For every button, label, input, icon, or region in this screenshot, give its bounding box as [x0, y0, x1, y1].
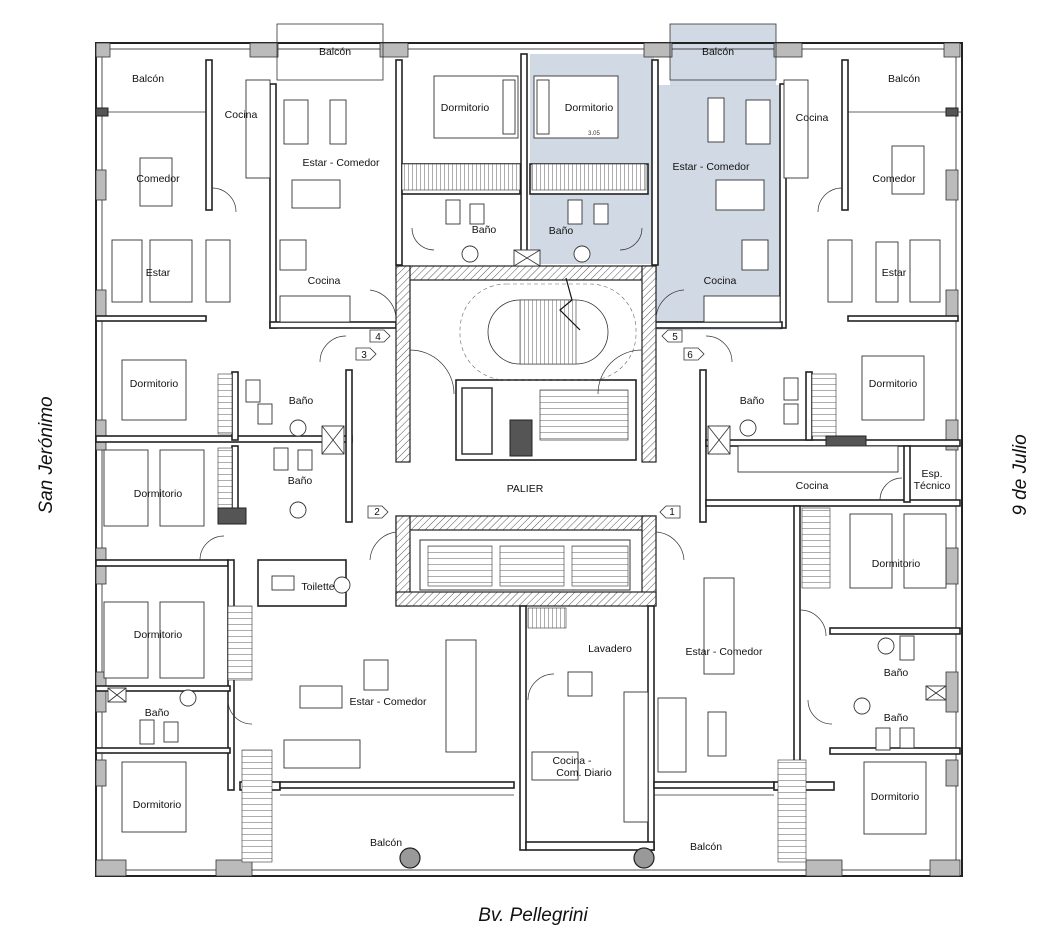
beds: [103, 75, 947, 835]
label-balcon-top-left: Balcón: [132, 73, 164, 85]
label-cocina-comedor-diario-line2: Com. Diario: [556, 767, 612, 779]
street-bottom: Bv. Pellegrini: [478, 905, 588, 926]
label-bano-right-3: Baño: [884, 712, 909, 724]
label-cocina-top-right: Cocina: [796, 112, 829, 124]
label-cocina-top-left: Cocina: [225, 109, 258, 121]
stair-core: [419, 277, 637, 591]
label-dormitorio-right-3: Dormitorio: [871, 791, 920, 803]
label-cocina-unit4: Cocina: [308, 275, 341, 287]
balcony-columns: [280, 794, 774, 869]
unit-markers: 2 1 3 4 5 6: [355, 329, 705, 519]
label-dormitorio-left-4: Dormitorio: [133, 799, 182, 811]
bathroom-fixtures: [107, 199, 947, 751]
label-bano-unit5: Baño: [549, 225, 574, 237]
kitchen-counters: [245, 79, 899, 823]
label-estar-comedor-unit4: Estar - Comedor: [302, 157, 380, 169]
label-toilette: Toilette: [301, 581, 334, 593]
label-estar-comedor-bottom-right: Estar - Comedor: [685, 646, 763, 658]
label-dormitorio-left-3: Dormitorio: [134, 629, 183, 641]
label-estar-right: Estar: [882, 267, 907, 279]
label-bano-left-3: Baño: [145, 707, 170, 719]
dimension-label: 3.05: [588, 131, 600, 137]
label-balcon-bottom-left: Balcón: [370, 837, 402, 849]
label-palier: PALIER: [507, 483, 544, 495]
label-dormitorio-left-1: Dormitorio: [130, 378, 179, 390]
label-lavadero: Lavadero: [588, 643, 632, 655]
label-balcon-top-right: Balcón: [888, 73, 920, 85]
label-estar-left: Estar: [146, 267, 171, 279]
label-balcon-top-center-left: Balcón: [319, 46, 351, 58]
label-dormitorio-right-1: Dormitorio: [869, 378, 918, 390]
label-bano-unit4: Baño: [472, 224, 497, 236]
unit-number-5: 5: [672, 332, 678, 343]
label-cocina-right: Cocina: [796, 480, 829, 492]
label-bano-left-1: Baño: [289, 395, 314, 407]
label-dormitorio-left-2: Dormitorio: [134, 488, 183, 500]
unit-number-2: 2: [374, 507, 380, 518]
label-estar-comedor-unit5: Estar - Comedor: [672, 161, 750, 173]
tables-sofas: [111, 97, 941, 781]
label-bano-left-2: Baño: [288, 475, 313, 487]
door-swings: [199, 187, 903, 725]
label-balcon-top-center-right: Balcón: [702, 46, 734, 58]
unit-number-6: 6: [687, 350, 693, 361]
label-dormitorio-right-2: Dormitorio: [872, 558, 921, 570]
label-esp-tecnico-line2: Técnico: [914, 480, 951, 492]
label-bano-right-1: Baño: [740, 395, 765, 407]
closets: [217, 163, 867, 863]
label-estar-comedor-bottom-left: Estar - Comedor: [349, 696, 427, 708]
street-left: San Jerónimo: [36, 396, 57, 513]
room-labels: Balcón Balcón Balcón Balcón Cocina Cocin…: [130, 46, 951, 853]
unit-number-4: 4: [375, 332, 381, 343]
street-right: 9 de Julio: [1010, 434, 1031, 515]
unit-number-3: 3: [361, 350, 367, 361]
label-balcon-bottom-right: Balcón: [690, 841, 722, 853]
exterior-walls: [95, 42, 963, 877]
street-labels: San Jerónimo 9 de Julio Bv. Pellegrini: [36, 396, 1031, 926]
unit-number-1: 1: [669, 507, 675, 518]
top-balconies: [95, 23, 962, 117]
label-bano-right-2: Baño: [884, 667, 909, 679]
label-esp-tecnico-line1: Esp.: [921, 468, 942, 480]
label-dormitorio-unit5: Dormitorio: [565, 102, 614, 114]
label-comedor-right: Comedor: [872, 173, 916, 185]
label-cocina-unit5: Cocina: [704, 275, 737, 287]
label-dormitorio-unit4: Dormitorio: [441, 102, 490, 114]
label-comedor-left: Comedor: [136, 173, 180, 185]
label-cocina-comedor-diario-line1: Cocina -: [552, 755, 592, 767]
